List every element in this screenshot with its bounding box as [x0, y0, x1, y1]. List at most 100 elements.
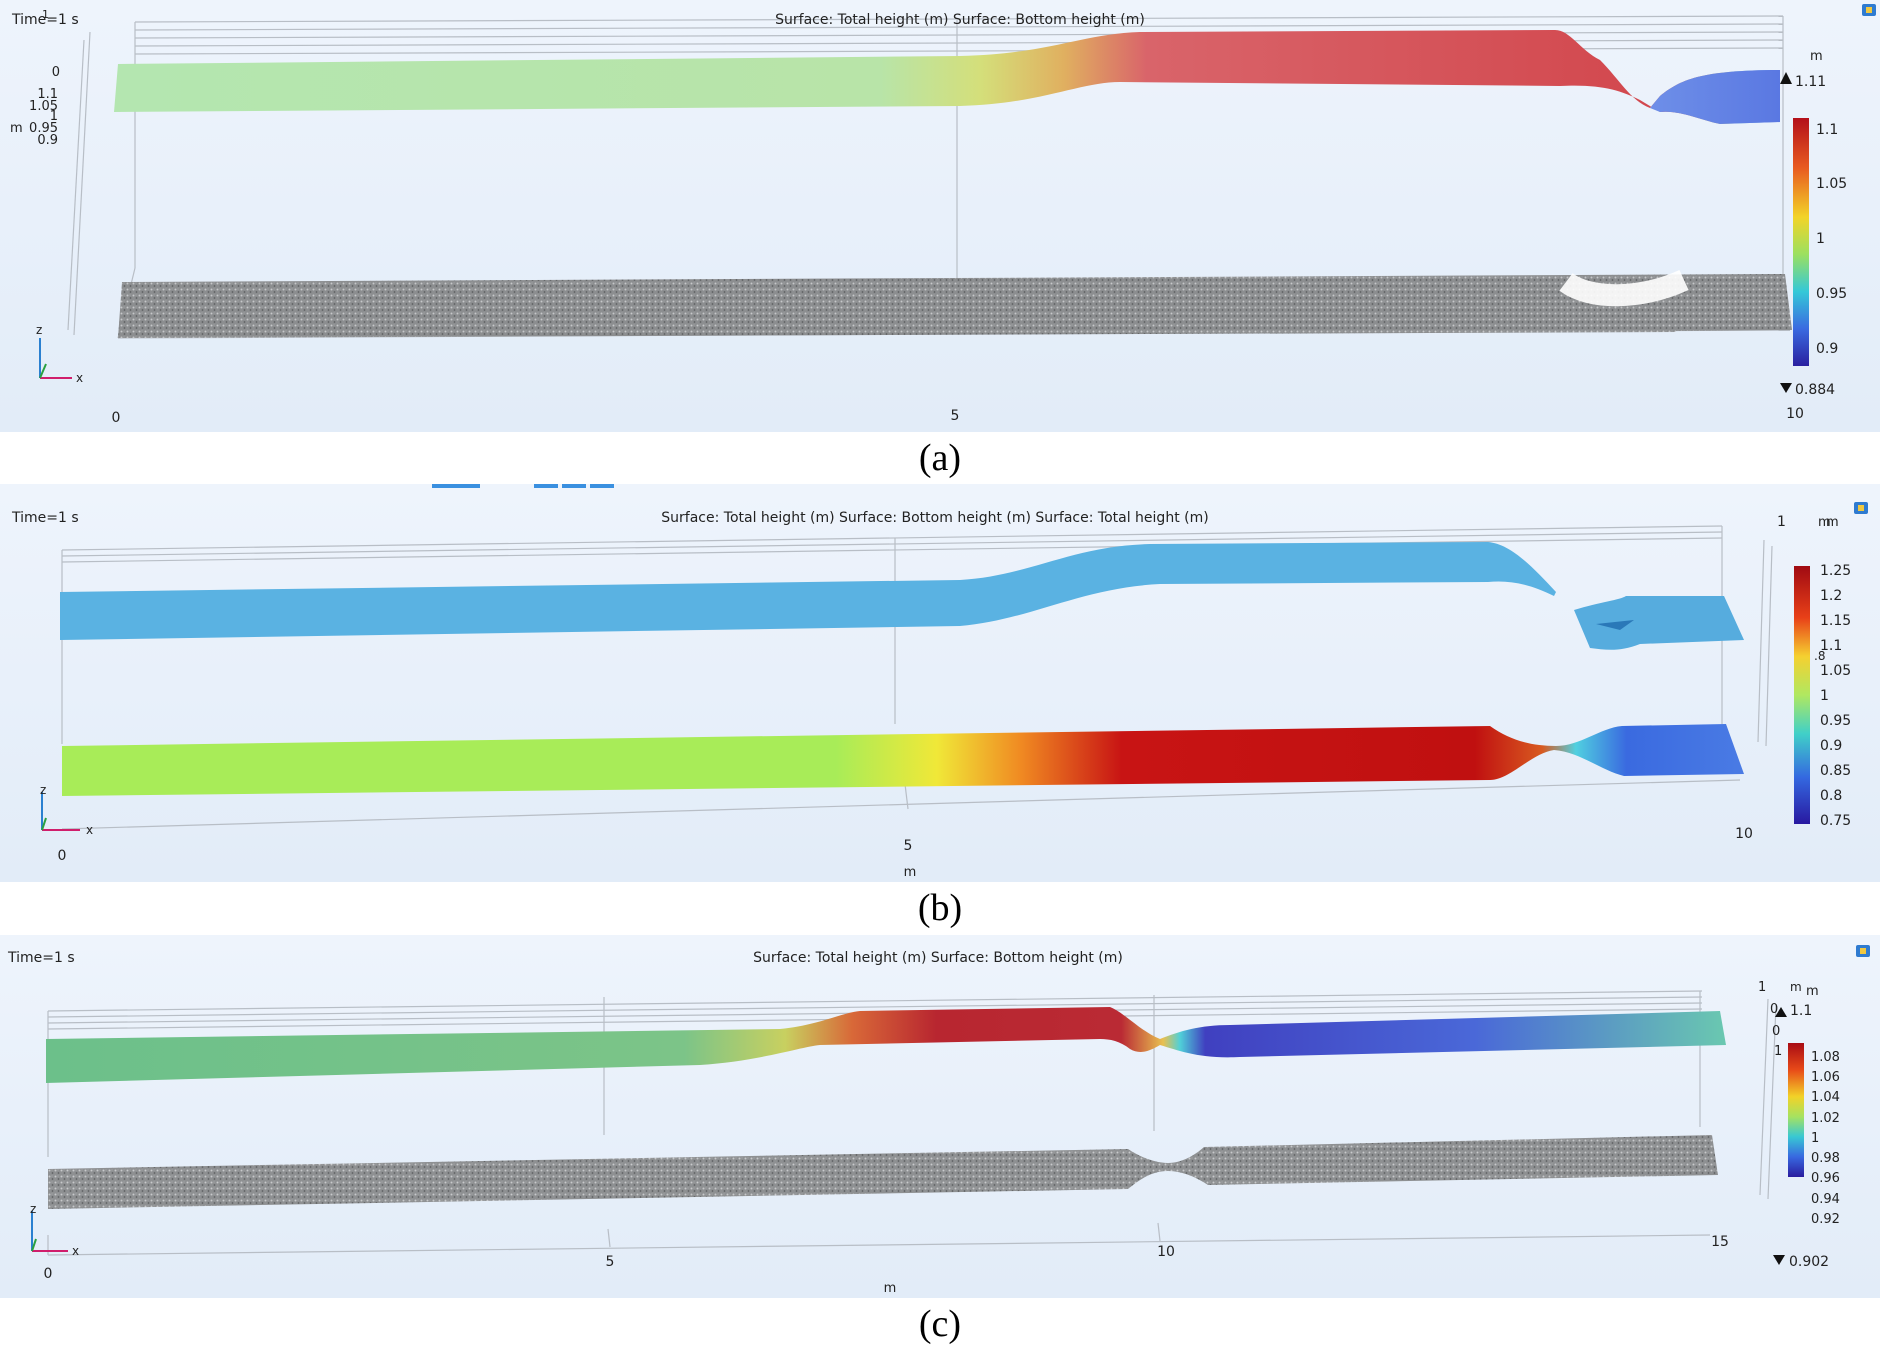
- side-axis-tick-top: 1: [1777, 514, 1786, 530]
- side-axis-ticks: 1 0 0 1: [1758, 980, 1782, 1059]
- downstream-water: [1574, 596, 1744, 650]
- svg-text:1: 1: [1816, 231, 1825, 247]
- panel-a: Time=1 s 1 Surface: Total height (m) Sur…: [0, 0, 1880, 432]
- time-label: Time=1 s: [11, 12, 79, 28]
- svg-text:1.04: 1.04: [1811, 1090, 1840, 1105]
- x-axis-ticks: 0 5 10: [112, 406, 1804, 426]
- svg-text:z: z: [36, 323, 42, 337]
- plot-title: Surface: Total height (m) Surface: Botto…: [661, 510, 1208, 526]
- svg-text:0.8: 0.8: [1820, 788, 1842, 804]
- bed-surface: [118, 274, 1792, 338]
- svg-text:0: 0: [44, 1266, 53, 1282]
- plot-title: Surface: Total height (m) Surface: Botto…: [753, 950, 1123, 966]
- svg-text:0.98: 0.98: [1811, 1151, 1840, 1166]
- svg-text:0.884: 0.884: [1795, 382, 1835, 398]
- svg-text:x: x: [76, 371, 83, 385]
- svg-text:1.05: 1.05: [29, 99, 58, 114]
- svg-text:1.1: 1.1: [1816, 122, 1838, 138]
- svg-text:m: m: [1810, 49, 1823, 64]
- side-axis-unit: m: [1790, 980, 1802, 994]
- side-axis-tick-mid: .8: [1814, 649, 1825, 663]
- panel-c-background: [0, 935, 1880, 1298]
- svg-text:0: 0: [58, 848, 67, 864]
- water-surface: [114, 30, 1780, 124]
- time-label: Time=1 s: [7, 950, 75, 966]
- axis-triad-icon: z x: [30, 1202, 79, 1258]
- svg-text:1.1: 1.1: [1790, 1003, 1812, 1019]
- svg-text:0.94: 0.94: [1811, 1192, 1840, 1207]
- surface-ripple: [1596, 620, 1634, 630]
- water-surface: [46, 1007, 1726, 1083]
- axis-triad-icon: z x: [40, 783, 93, 837]
- svg-text:1.05: 1.05: [1816, 176, 1847, 192]
- svg-text:5: 5: [951, 408, 960, 424]
- colorbar: m 1.1 1.08 1.06 1.04 1.02 1 0.98 0.96 0.…: [1773, 984, 1840, 1270]
- svg-text:1.15: 1.15: [1820, 613, 1851, 629]
- svg-text:z: z: [30, 1202, 36, 1216]
- svg-text:0: 0: [112, 410, 121, 426]
- svg-text:0: 0: [1772, 1024, 1780, 1039]
- svg-text:0.902: 0.902: [1789, 1254, 1829, 1270]
- svg-text:z: z: [40, 783, 46, 797]
- svg-text:m: m: [1826, 515, 1839, 530]
- svg-text:1: 1: [1774, 1044, 1782, 1059]
- svg-text:0.9: 0.9: [1816, 341, 1838, 357]
- svg-text:1.11: 1.11: [1795, 74, 1826, 90]
- svg-text:1: 1: [50, 109, 58, 124]
- z-axis-ticks: 0 1.1 1.05 1 0.95 0.9: [29, 65, 60, 148]
- water-surface: [60, 542, 1556, 640]
- panel-c-label: (c): [918, 1303, 962, 1345]
- plot-title: Surface: Total height (m) Surface: Botto…: [775, 12, 1145, 28]
- panel-b-background: [0, 484, 1880, 882]
- svg-text:1.06: 1.06: [1811, 1070, 1840, 1085]
- x-axis-unit: m: [904, 865, 917, 880]
- svg-text:1: 1: [1811, 1131, 1819, 1146]
- x-axis-ticks: 0 5 10: [58, 826, 1753, 864]
- camera-icon[interactable]: [1862, 4, 1876, 16]
- panel-a-label: (a): [918, 437, 962, 479]
- svg-text:0.95: 0.95: [29, 121, 58, 136]
- bed-surface: [62, 724, 1744, 796]
- svg-text:1.25: 1.25: [1820, 563, 1851, 579]
- time-overlap-digit: 1: [42, 8, 49, 21]
- panel-c-canvas: Time=1 s Surface: Total height (m) Surfa…: [0, 935, 1880, 1298]
- axis-triad-icon: z x: [36, 323, 83, 385]
- svg-text:1: 1: [1758, 980, 1766, 995]
- svg-text:1.05: 1.05: [1820, 663, 1851, 679]
- svg-text:5: 5: [904, 838, 913, 854]
- svg-text:1.2: 1.2: [1820, 588, 1842, 604]
- camera-icon[interactable]: [1856, 945, 1870, 957]
- panel-b-bounding-box: [61, 525, 1773, 830]
- panel-b-canvas: Time=1 s Surface: Total height (m) Surfa…: [0, 484, 1880, 882]
- toolbar-fragment: [432, 484, 614, 488]
- svg-text:x: x: [86, 823, 93, 837]
- colorbar: m 1.11 1.1 1.05 1 0.95 0.9 0.884: [1780, 49, 1847, 398]
- svg-text:1.1: 1.1: [37, 87, 58, 102]
- svg-text:0.85: 0.85: [1820, 763, 1851, 779]
- svg-text:15: 15: [1711, 1234, 1729, 1250]
- svg-text:0: 0: [1770, 1002, 1778, 1017]
- svg-text:10: 10: [1735, 826, 1753, 842]
- downstream-water: [1650, 70, 1780, 124]
- x-axis-unit: m: [884, 1281, 897, 1296]
- svg-text:0.9: 0.9: [1820, 738, 1842, 754]
- panel-b: Time=1 s Surface: Total height (m) Surfa…: [0, 484, 1880, 882]
- svg-text:0.95: 0.95: [1820, 713, 1851, 729]
- svg-text:x: x: [72, 1244, 79, 1258]
- x-axis-ticks: 0 5 10 15: [44, 1234, 1729, 1282]
- time-label: Time=1 s: [11, 510, 79, 526]
- bed-surface: [48, 1135, 1718, 1209]
- z-axis-unit: m: [10, 121, 23, 136]
- svg-text:10: 10: [1786, 406, 1804, 422]
- side-axis-unit: m: [1818, 515, 1831, 530]
- svg-text:1.02: 1.02: [1811, 1111, 1840, 1126]
- svg-text:0.96: 0.96: [1811, 1171, 1840, 1186]
- svg-text:0.9: 0.9: [37, 133, 58, 148]
- svg-text:1.08: 1.08: [1811, 1050, 1840, 1065]
- svg-text:0.75: 0.75: [1820, 813, 1851, 829]
- bed-constriction: [1559, 269, 1689, 307]
- camera-icon[interactable]: [1854, 502, 1868, 514]
- panel-c: Time=1 s Surface: Total height (m) Surfa…: [0, 935, 1880, 1298]
- svg-text:m: m: [1806, 984, 1819, 999]
- colorbar: m 1.25 1.2 1.15 1.1 1.05 1 0.95 0.9 0.85…: [1794, 515, 1851, 829]
